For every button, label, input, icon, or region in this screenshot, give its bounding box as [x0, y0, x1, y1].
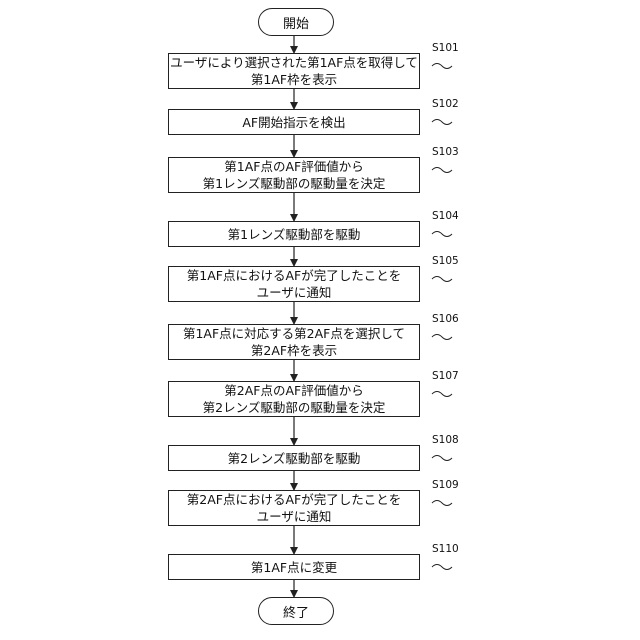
step-leader-tilde [432, 501, 452, 506]
start-label: 開始 [283, 13, 309, 32]
process-step-s101: ユーザにより選択された第1AF点を取得して第1AF枠を表示 [168, 53, 420, 89]
step-text-line: ユーザにより選択された第1AF点を取得して [170, 54, 418, 71]
step-leader-tilde [432, 232, 452, 237]
step-text: 第2レンズ駆動部を駆動 [228, 450, 361, 467]
step-text: ユーザにより選択された第1AF点を取得して第1AF枠を表示 [170, 54, 418, 88]
step-leader-tilde [432, 277, 452, 282]
step-text: 第2AF点におけるAFが完了したことをユーザに通知 [187, 491, 401, 525]
step-id-label: S110 [432, 543, 459, 555]
step-text-line: 第1AF枠を表示 [170, 71, 418, 88]
step-text: 第1AF点に変更 [251, 559, 337, 576]
step-leader-tilde [432, 64, 452, 69]
step-text-line: 第2AF枠を表示 [183, 342, 405, 359]
step-text-line: 第1AF点に変更 [251, 559, 337, 576]
process-step-s108: 第2レンズ駆動部を駆動 [168, 445, 420, 471]
step-text: 第1AF点のAF評価値から第1レンズ駆動部の駆動量を決定 [203, 158, 386, 192]
process-step-s109: 第2AF点におけるAFが完了したことをユーザに通知 [168, 490, 420, 526]
step-id-label: S108 [432, 434, 459, 446]
step-id-label: S107 [432, 370, 459, 382]
process-step-s106: 第1AF点に対応する第2AF点を選択して第2AF枠を表示 [168, 324, 420, 360]
process-step-s110: 第1AF点に変更 [168, 554, 420, 580]
step-text-line: 第2AF点のAF評価値から [203, 382, 386, 399]
step-text: AF開始指示を検出 [242, 114, 345, 131]
process-step-s107: 第2AF点のAF評価値から第2レンズ駆動部の駆動量を決定 [168, 381, 420, 417]
step-id-label: S102 [432, 98, 459, 110]
step-text: 第1レンズ駆動部を駆動 [228, 226, 361, 243]
end-terminal: 終了 [258, 597, 334, 625]
step-id-label: S106 [432, 313, 459, 325]
step-text-line: 第2レンズ駆動部の駆動量を決定 [203, 399, 386, 416]
step-text-line: 第1レンズ駆動部を駆動 [228, 226, 361, 243]
step-text-line: 第2AF点におけるAFが完了したことを [187, 491, 401, 508]
step-text: 第1AF点におけるAFが完了したことをユーザに通知 [187, 267, 401, 301]
end-label: 終了 [283, 602, 309, 621]
step-id-label: S104 [432, 210, 459, 222]
process-step-s105: 第1AF点におけるAFが完了したことをユーザに通知 [168, 266, 420, 302]
step-text-line: ユーザに通知 [187, 508, 401, 525]
step-text-line: 第1AF点に対応する第2AF点を選択して [183, 325, 405, 342]
step-id-label: S109 [432, 479, 459, 491]
step-id-label: S101 [432, 42, 459, 54]
start-terminal: 開始 [258, 8, 334, 36]
step-text-line: 第1レンズ駆動部の駆動量を決定 [203, 175, 386, 192]
process-step-s104: 第1レンズ駆動部を駆動 [168, 221, 420, 247]
step-text: 第2AF点のAF評価値から第2レンズ駆動部の駆動量を決定 [203, 382, 386, 416]
process-step-s103: 第1AF点のAF評価値から第1レンズ駆動部の駆動量を決定 [168, 157, 420, 193]
step-text-line: 第1AF点におけるAFが完了したことを [187, 267, 401, 284]
step-leader-tilde [432, 168, 452, 173]
step-leader-tilde [432, 335, 452, 340]
step-text-line: ユーザに通知 [187, 284, 401, 301]
process-step-s102: AF開始指示を検出 [168, 109, 420, 135]
step-text-line: 第1AF点のAF評価値から [203, 158, 386, 175]
step-leader-tilde [432, 120, 452, 125]
step-leader-tilde [432, 392, 452, 397]
step-text-line: AF開始指示を検出 [242, 114, 345, 131]
step-text: 第1AF点に対応する第2AF点を選択して第2AF枠を表示 [183, 325, 405, 359]
step-id-label: S103 [432, 146, 459, 158]
step-leader-tilde [432, 456, 452, 461]
step-leader-tilde [432, 565, 452, 570]
step-id-label: S105 [432, 255, 459, 267]
step-text-line: 第2レンズ駆動部を駆動 [228, 450, 361, 467]
